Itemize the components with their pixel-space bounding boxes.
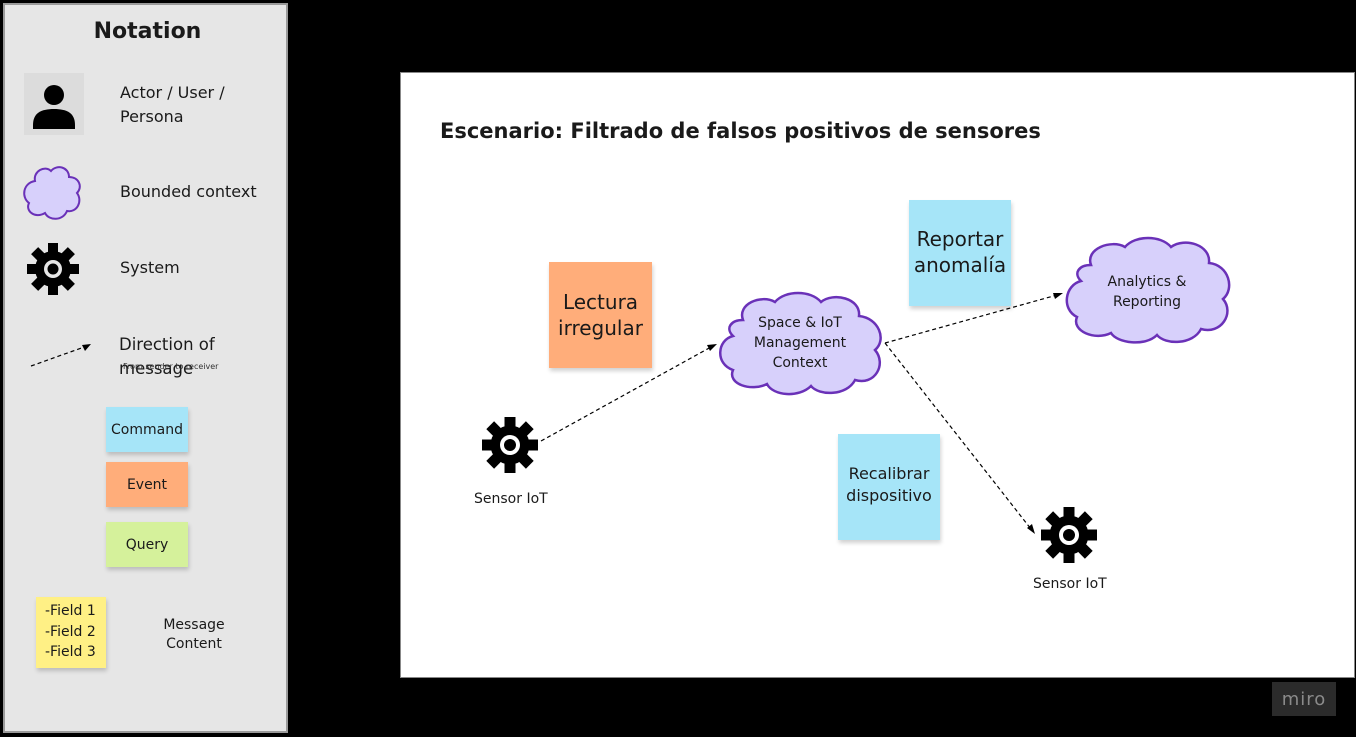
event-line1: Lectura <box>562 290 639 314</box>
cloud-analytics-reporting <box>1065 236 1231 344</box>
command-reportar-anomalia: Reportar anomalía <box>909 200 1011 306</box>
event-lectura-irregular: Lectura irregular <box>549 262 652 368</box>
cloud-space-iot-context <box>719 291 882 396</box>
arrowhead-sensor <box>1027 524 1035 534</box>
arrow-context-to-analytics <box>884 294 1058 344</box>
field-2: -Field 2 <box>45 623 96 640</box>
scenario-title: Escenario: Filtrado de falsos positivos … <box>440 119 1041 143</box>
actor-label-line2: Persona <box>120 107 184 126</box>
sensor-left-gear-icon <box>482 417 538 473</box>
arrow-context-to-sensor <box>884 342 1032 530</box>
direction-sublabel: From sender to receiver <box>123 362 219 371</box>
command-report-line1: Reportar <box>916 227 1004 251</box>
arrowhead-analytics <box>1053 293 1063 299</box>
actor-label: Actor / User / Persona <box>120 81 225 129</box>
command-recal-line1: Recalibrar <box>848 464 930 483</box>
command-recalibrar-dispositivo: Recalibrar dispositivo <box>838 434 940 540</box>
event-line2: irregular <box>558 316 643 340</box>
arrowhead-context <box>707 344 717 351</box>
context-main-label: Space & IoT Management Context <box>725 313 875 373</box>
message-content-label: Message Content <box>155 616 233 654</box>
arrow-sensor-to-context <box>540 346 712 442</box>
bounded-context-label: Bounded context <box>120 182 257 201</box>
context-analytics-label: Analytics & Reporting <box>1071 272 1223 312</box>
message-arrows <box>540 293 1063 534</box>
message-content-line1: Message <box>163 617 225 633</box>
context-main-line1: Space & IoT <box>758 315 842 331</box>
sensor-left-label: Sensor IoT <box>474 491 548 507</box>
sensor-right-gear-icon <box>1041 507 1097 563</box>
dashed-arrow-icon <box>30 344 91 367</box>
command-recal-line2: dispositivo <box>846 486 932 505</box>
context-main-line2: Management <box>753 335 847 351</box>
miro-logo[interactable]: miro <box>1272 682 1336 716</box>
sensor-right-label: Sensor IoT <box>1033 576 1107 592</box>
command-report-line2: anomalía <box>913 253 1007 277</box>
scenario-board: Escenario: Filtrado de falsos positivos … <box>400 72 1355 678</box>
system-label: System <box>120 258 180 277</box>
direction-label: Direction of message <box>119 335 215 378</box>
context-main-line3: Context <box>772 355 828 371</box>
actor-label-line1: Actor / User / <box>120 83 225 102</box>
gear-icon <box>27 243 79 295</box>
query-sticky: Query <box>106 522 188 567</box>
command-sticky: Command <box>106 407 188 452</box>
notation-panel: Notation Actor / User / Persona Bounded … <box>3 3 288 733</box>
event-sticky: Event <box>106 462 188 507</box>
actor-icon <box>24 73 84 135</box>
context-analytics-line1: Analytics & <box>1107 274 1187 290</box>
cloud-icon <box>23 166 81 220</box>
message-content-line2: Content <box>166 636 222 652</box>
context-analytics-line2: Reporting <box>1112 294 1182 310</box>
notation-title: Notation <box>93 19 202 44</box>
fields-sticky: -Field 1 -Field 2 -Field 3 <box>36 597 106 668</box>
field-3: -Field 3 <box>45 644 96 660</box>
field-1: -Field 1 <box>45 603 96 619</box>
